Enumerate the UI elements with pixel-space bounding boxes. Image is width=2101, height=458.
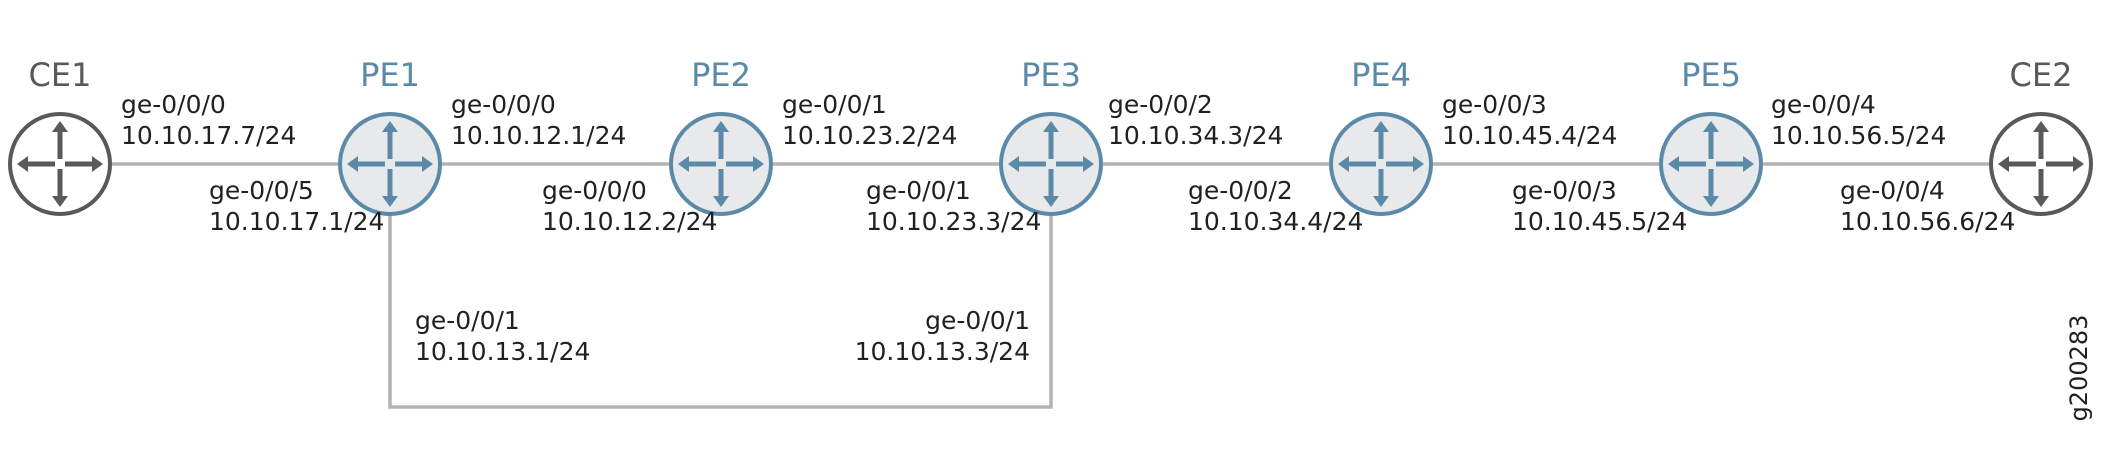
router-arrows-icon (1008, 121, 1094, 207)
node-label-pe2: PE2 (691, 56, 751, 94)
iface-ip-pe1-pe3: 10.10.13.1/24 (415, 337, 590, 366)
router-pe5[interactable] (1659, 112, 1763, 216)
iface-ip-pe1-ce1: 10.10.17.1/24 (209, 207, 384, 236)
node-label-pe4: PE4 (1351, 56, 1411, 94)
link-pe1-pe3 (388, 216, 1053, 409)
router-body (1659, 112, 1763, 216)
node-label-pe3: PE3 (1021, 56, 1081, 94)
iface-ip-pe3-pe2: 10.10.23.3/24 (866, 207, 1041, 236)
iface-ip-pe3-pe4: 10.10.34.3/24 (1108, 121, 1283, 150)
iface-ip-pe5-pe4: 10.10.45.5/24 (1512, 207, 1687, 236)
node-label-ce1: CE1 (29, 56, 92, 94)
router-body (1329, 112, 1433, 216)
iface-name-pe3-ge001: ge-0/0/1 (866, 176, 971, 205)
router-arrows-icon (17, 121, 103, 207)
iface-ip-pe1-pe2: 10.10.12.1/24 (451, 121, 626, 150)
iface-name-pe1-ge005: ge-0/0/5 (209, 176, 314, 205)
node-labels: CE1 PE1 PE2 PE3 PE4 PE5 CE2 (29, 56, 2073, 94)
iface-name-pe2-ge000: ge-0/0/0 (542, 176, 647, 205)
iface-name-ce1-ge000: ge-0/0/0 (121, 90, 226, 119)
interface-labels: ge-0/0/0 10.10.17.7/24 ge-0/0/5 10.10.17… (121, 90, 2015, 366)
router-arrows-icon (1338, 121, 1424, 207)
iface-ip-pe3-pe1: 10.10.13.3/24 (855, 337, 1030, 366)
iface-name-ce2-ge004: ge-0/0/4 (1840, 176, 1945, 205)
iface-name-pe4-ge002: ge-0/0/2 (1188, 176, 1293, 205)
router-pe3[interactable] (999, 112, 1103, 216)
router-pe1[interactable] (338, 112, 442, 216)
node-label-ce2: CE2 (2010, 56, 2073, 94)
iface-name-pe1-ge001: ge-0/0/1 (415, 306, 520, 335)
router-arrows-icon (347, 121, 433, 207)
router-body (8, 112, 112, 216)
router-arrows-icon (1668, 121, 1754, 207)
nodes (8, 112, 2093, 216)
router-arrows-icon (1998, 121, 2084, 207)
router-pe4[interactable] (1329, 112, 1433, 216)
router-body (338, 112, 442, 216)
iface-ip-ce1: 10.10.17.7/24 (121, 121, 296, 150)
figure-id: g200283 (2065, 315, 2093, 422)
iface-ip-ce2: 10.10.56.6/24 (1840, 207, 2015, 236)
iface-name-pe5-ge003: ge-0/0/3 (1512, 176, 1617, 205)
router-ce1[interactable] (8, 112, 112, 216)
iface-name-pe4-ge003: ge-0/0/3 (1442, 90, 1547, 119)
router-body (1989, 112, 2093, 216)
router-ce2[interactable] (1989, 112, 2093, 216)
iface-name-pe3-ge001-loop: ge-0/0/1 (925, 306, 1030, 335)
iface-name-pe5-ge004: ge-0/0/4 (1771, 90, 1876, 119)
router-body (999, 112, 1103, 216)
router-arrows-icon (678, 121, 764, 207)
iface-ip-pe5-ce2: 10.10.56.5/24 (1771, 121, 1946, 150)
iface-ip-pe2-pe3: 10.10.23.2/24 (782, 121, 957, 150)
iface-name-pe2-ge001: ge-0/0/1 (782, 90, 887, 119)
router-pe2[interactable] (669, 112, 773, 216)
iface-ip-pe4-pe3: 10.10.34.4/24 (1188, 207, 1363, 236)
iface-ip-pe4-pe5: 10.10.45.4/24 (1442, 121, 1617, 150)
links (112, 162, 1989, 409)
node-label-pe1: PE1 (360, 56, 420, 94)
router-body (669, 112, 773, 216)
iface-name-pe3-ge002: ge-0/0/2 (1108, 90, 1213, 119)
iface-ip-pe2-pe1: 10.10.12.2/24 (542, 207, 717, 236)
node-label-pe5: PE5 (1681, 56, 1741, 94)
iface-name-pe1-ge000: ge-0/0/0 (451, 90, 556, 119)
